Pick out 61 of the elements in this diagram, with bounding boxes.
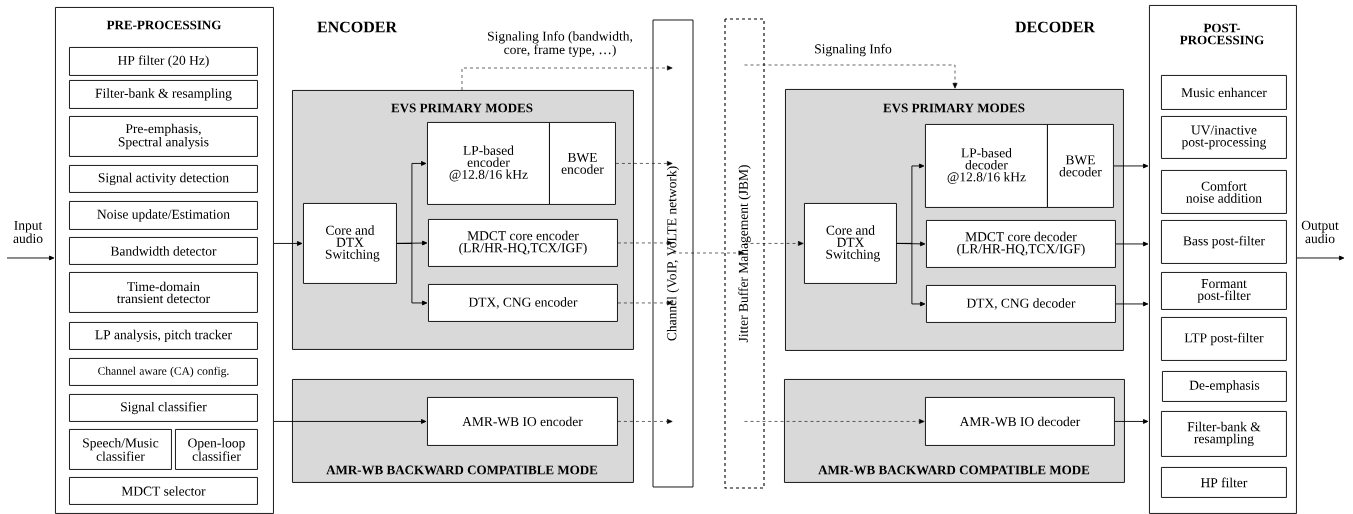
arrow bbox=[744, 419, 925, 424]
process-box: HP filter (20 Hz) bbox=[69, 47, 258, 76]
process-box: Comfort noise addition bbox=[1161, 170, 1287, 214]
process-box: Bass post-filter bbox=[1161, 220, 1287, 264]
process-box: Core and DTX Switching bbox=[303, 203, 397, 284]
process-box: Open-loop classifier bbox=[175, 429, 258, 470]
process-box: LP-based encoder @12.8/16 kHz bbox=[427, 122, 550, 205]
process-box: BWE decoder bbox=[1047, 124, 1114, 208]
process-box: LTP post-filter bbox=[1161, 317, 1287, 361]
arrow bbox=[617, 419, 673, 424]
arrow bbox=[1115, 301, 1149, 307]
process-box: Noise update/Estimation bbox=[69, 201, 258, 230]
arrow bbox=[461, 65, 673, 91]
process-box: Speech/Music classifier bbox=[69, 429, 172, 470]
process-box: DTX, CNG decoder bbox=[926, 285, 1116, 323]
arrow bbox=[1114, 419, 1149, 424]
process-box: Signal activity detection bbox=[69, 165, 258, 193]
process-box: Filter-bank & resampling bbox=[1161, 411, 1287, 457]
edge-label: Input audio bbox=[13, 220, 43, 244]
process-box: Pre-emphasis, Spectral analysis bbox=[69, 116, 258, 157]
arrow bbox=[896, 243, 926, 307]
process-box: Filter-bank & resampling bbox=[69, 80, 258, 109]
process-box: De-emphasis bbox=[1162, 371, 1287, 402]
arrow bbox=[6, 255, 55, 261]
channel-bar: Channel (VoIP, VoLTE network) bbox=[652, 19, 694, 488]
process-box: LP analysis, pitch tracker bbox=[69, 322, 258, 350]
buffer-bar: Jitter Buffer Management (JBM) bbox=[724, 18, 765, 489]
process-box: Bandwidth detector bbox=[69, 237, 258, 265]
process-box: UV/inactive post-processing bbox=[1161, 116, 1287, 159]
arrow bbox=[744, 241, 804, 246]
process-box: Channel aware (CA) config. bbox=[69, 358, 258, 386]
process-box: MDCT core encoder (LR/HR-HQ,TCX/IGF) bbox=[428, 219, 618, 267]
process-box: AMR-WB IO decoder bbox=[925, 397, 1115, 446]
process-box: Music enhancer bbox=[1161, 75, 1287, 110]
section-title: ENCODER bbox=[317, 21, 398, 33]
arrow bbox=[617, 300, 673, 306]
process-box: LP-based decoder @12.8/16 kHz bbox=[925, 124, 1048, 208]
arrow bbox=[615, 161, 673, 166]
arrow bbox=[744, 64, 958, 89]
process-box: MDCT core decoder (LR/HR-HQ,TCX/IGF) bbox=[926, 220, 1116, 268]
process-box: BWE encoder bbox=[549, 122, 616, 205]
process-box: AMR-WB IO encoder bbox=[427, 397, 618, 446]
arrow bbox=[273, 419, 427, 424]
process-box: Formant post-filter bbox=[1161, 272, 1287, 310]
process-box: Core and DTX Switching bbox=[804, 203, 897, 284]
arrow bbox=[273, 241, 303, 246]
process-box: DTX, CNG encoder bbox=[428, 284, 618, 322]
arrow bbox=[396, 243, 428, 306]
edge-label: Signaling Info bbox=[815, 43, 892, 57]
arrow bbox=[1115, 241, 1149, 247]
arrow bbox=[672, 250, 744, 256]
arrow bbox=[1113, 163, 1149, 169]
process-box: HP filter bbox=[1161, 467, 1287, 498]
edge-label: Signaling Info (bandwidth, core, frame type, …) bbox=[488, 31, 633, 57]
section-title: DECODER bbox=[1015, 21, 1096, 33]
arrow bbox=[617, 240, 673, 246]
process-box: MDCT selector bbox=[69, 477, 258, 505]
edge-label: Output audio bbox=[1301, 220, 1339, 244]
process-box: Signal classifier bbox=[69, 394, 258, 422]
process-box: Time-domain transient detector bbox=[69, 272, 258, 313]
arrow bbox=[1296, 255, 1345, 261]
